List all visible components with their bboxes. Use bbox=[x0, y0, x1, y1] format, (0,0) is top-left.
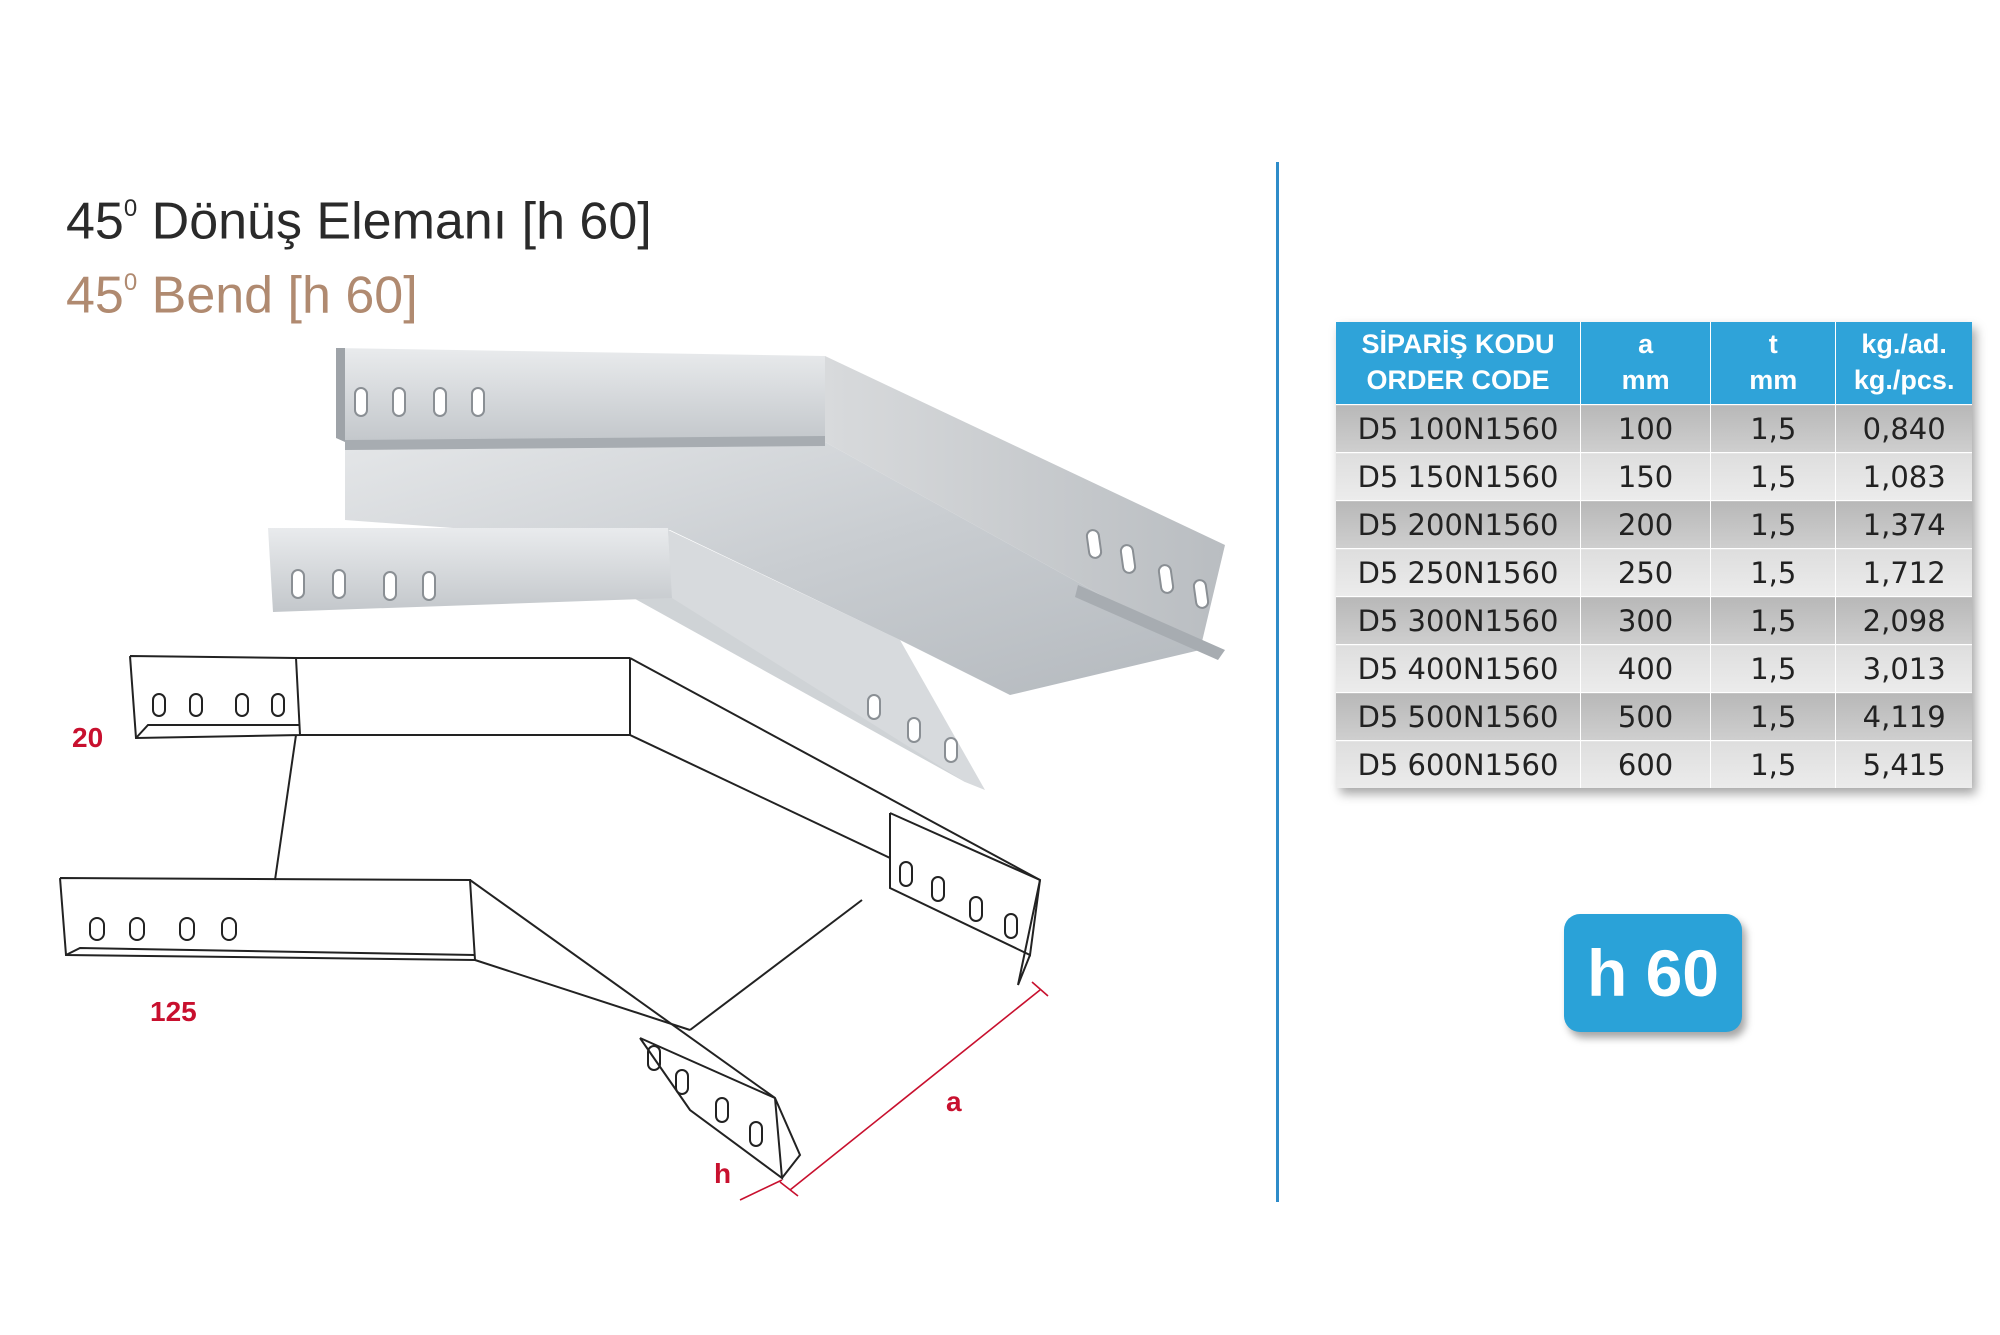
cell-t: 1,5 bbox=[1710, 452, 1837, 501]
cell-a: 150 bbox=[1580, 452, 1712, 501]
dimension-h-label: h bbox=[714, 1158, 732, 1189]
cell-code: D5 400N1560 bbox=[1336, 644, 1581, 693]
cell-kg: 0,840 bbox=[1835, 404, 1972, 453]
dimension-125-label: 125 bbox=[150, 996, 197, 1027]
cell-code: D5 150N1560 bbox=[1336, 452, 1581, 501]
product-drawing bbox=[59, 348, 1225, 1201]
cell-code: D5 500N1560 bbox=[1336, 692, 1581, 741]
cell-t: 1,5 bbox=[1710, 644, 1837, 693]
technical-drawing bbox=[59, 655, 1049, 1201]
cell-t: 1,5 bbox=[1710, 692, 1837, 741]
cell-code: D5 300N1560 bbox=[1336, 596, 1581, 645]
dimension-20-label: 20 bbox=[72, 722, 104, 753]
title-block: 450 Dönüş Elemanı [h 60] 450 Bend [h 60] bbox=[66, 180, 652, 329]
cell-kg: 1,083 bbox=[1835, 452, 1972, 501]
cell-kg: 5,415 bbox=[1835, 740, 1972, 788]
cell-a: 200 bbox=[1580, 500, 1712, 549]
product-photo bbox=[268, 348, 1225, 790]
cell-t: 1,5 bbox=[1710, 404, 1837, 453]
cell-a: 100 bbox=[1580, 404, 1712, 453]
cell-t: 1,5 bbox=[1710, 740, 1837, 788]
cell-t: 1,5 bbox=[1710, 596, 1837, 645]
cell-kg: 3,013 bbox=[1835, 644, 1972, 693]
cell-kg: 1,712 bbox=[1835, 548, 1972, 597]
cell-t: 1,5 bbox=[1710, 548, 1837, 597]
cell-code: D5 250N1560 bbox=[1336, 548, 1581, 597]
vertical-divider bbox=[1276, 162, 1279, 1202]
dimension-a-label: a bbox=[946, 1086, 962, 1117]
height-badge: h 60 bbox=[1564, 914, 1742, 1032]
cell-a: 400 bbox=[1580, 644, 1712, 693]
cell-kg: 4,119 bbox=[1835, 692, 1972, 741]
cell-a: 300 bbox=[1580, 596, 1712, 645]
title-english: 450 Bend [h 60] bbox=[66, 266, 418, 325]
cell-kg: 1,374 bbox=[1835, 500, 1972, 549]
cell-a: 250 bbox=[1580, 548, 1712, 597]
header-weight: kg./ad.kg./pcs. bbox=[1835, 322, 1972, 405]
cell-a: 600 bbox=[1580, 740, 1712, 788]
cell-kg: 2,098 bbox=[1835, 596, 1972, 645]
cell-code: D5 200N1560 bbox=[1336, 500, 1581, 549]
cell-code: D5 600N1560 bbox=[1336, 740, 1581, 788]
title-turkish: 450 Dönüş Elemanı [h 60] bbox=[66, 192, 652, 251]
cell-a: 500 bbox=[1580, 692, 1712, 741]
cell-t: 1,5 bbox=[1710, 500, 1837, 549]
cell-code: D5 100N1560 bbox=[1336, 404, 1581, 453]
